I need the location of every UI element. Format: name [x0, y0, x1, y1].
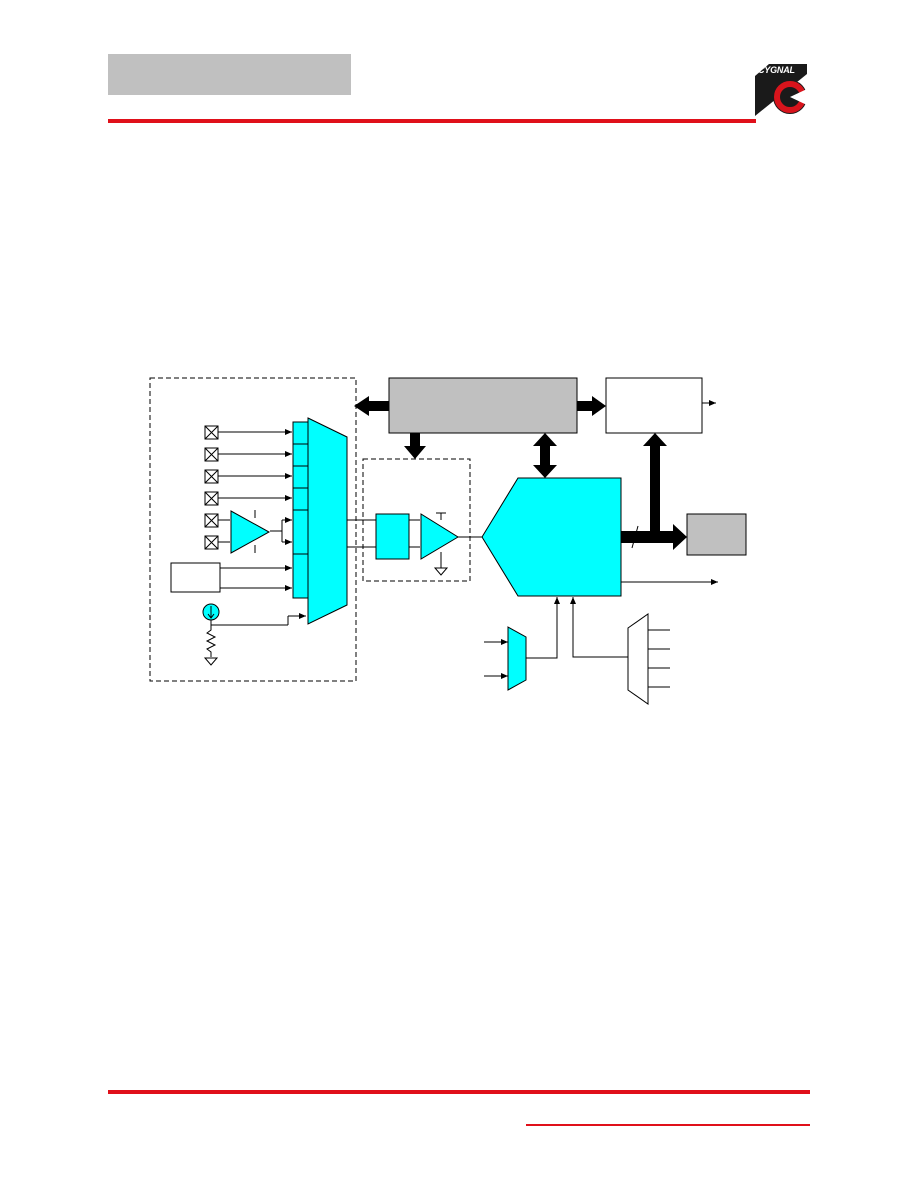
input-pin-3	[204, 469, 219, 484]
clock-mux	[507, 626, 527, 691]
pga-amplifier	[420, 512, 459, 568]
window-compare-block	[605, 377, 703, 434]
current-source	[202, 603, 306, 627]
pga-region	[362, 458, 471, 582]
pin-wires	[218, 429, 292, 545]
bus-arrow-up	[643, 433, 667, 534]
bus-arrow-left	[354, 396, 389, 416]
bus-width-slash	[631, 525, 639, 549]
input-pin-6	[204, 535, 219, 550]
temp-sensor-block	[170, 562, 221, 593]
ground-symbol-1	[203, 657, 219, 666]
start-conversion-inputs	[648, 629, 670, 688]
bus-arrow-output	[621, 524, 687, 550]
ground-symbol-2	[433, 567, 449, 576]
data-register-block	[686, 513, 747, 556]
footer-underline	[526, 1124, 810, 1126]
input-pin-5	[204, 513, 219, 528]
header-rule	[108, 119, 756, 123]
track-hold-block	[375, 513, 410, 560]
input-pin-4	[204, 491, 219, 506]
adc-block	[481, 477, 622, 597]
bus-arrows	[354, 396, 687, 550]
analog-input-region	[149, 377, 357, 682]
bus-arrow-right	[577, 396, 606, 416]
start-conversion-mux	[627, 613, 649, 705]
bus-arrow-down	[404, 433, 426, 459]
input-pin-1	[204, 425, 219, 440]
bus-arrow-bidirectional	[533, 433, 557, 478]
input-pin-2	[204, 447, 219, 462]
cygnal-logo: CYGNAL	[755, 64, 813, 116]
control-register-block	[388, 377, 578, 434]
differential-amplifier	[230, 510, 271, 554]
resistor-symbol	[205, 627, 217, 657]
analog-mux	[292, 417, 348, 625]
header-title-box	[108, 54, 351, 95]
footer-rule	[108, 1090, 810, 1094]
cygnal-logo-mark	[755, 64, 807, 116]
cygnal-wordmark: CYGNAL	[758, 65, 795, 75]
